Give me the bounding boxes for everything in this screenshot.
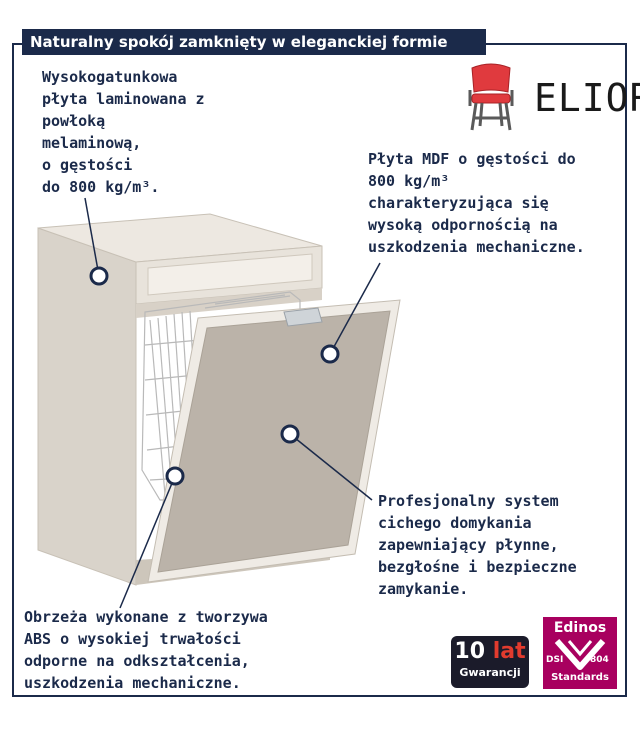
warranty-badge: 10 lat Gwarancji [451, 636, 529, 688]
callout-abs-edge: Obrzeża wykonane z tworzywa ABS o wysoki… [24, 608, 268, 692]
edinos-standards: Standards [551, 672, 609, 683]
callout-mdf: Płyta MDF o gęstości do 800 kg/m³ charak… [368, 150, 585, 256]
edinos-mark-icon [554, 639, 606, 670]
callout-marker-mdf [320, 344, 340, 364]
edinos-badge: Edinos DSI 804 Standards [543, 617, 617, 689]
warranty-unit: lat [492, 639, 526, 664]
page-title: Naturalny spokój zamknięty w eleganckiej… [22, 29, 486, 55]
edinos-number: 804 [590, 655, 609, 665]
warranty-label: Gwarancji [459, 666, 521, 679]
callout-laminate: Wysokogatunkowa płyta laminowana z powło… [42, 68, 205, 196]
cabinet-side-panel [37, 227, 137, 586]
front-handle [283, 307, 323, 327]
callout-soft-close: Profesjonalny system cichego domykania z… [378, 492, 577, 598]
brand-logo: ELIOR [456, 60, 640, 135]
edinos-dsi: DSI [546, 655, 564, 665]
chair-icon [468, 63, 514, 131]
warranty-years: 10 [454, 639, 486, 664]
brand-name: ELIOR [534, 76, 640, 120]
edinos-name: Edinos [553, 620, 607, 636]
callout-marker-soft-close [280, 424, 300, 444]
callout-marker-abs-edge [165, 466, 185, 486]
callout-marker-laminate [89, 266, 109, 286]
